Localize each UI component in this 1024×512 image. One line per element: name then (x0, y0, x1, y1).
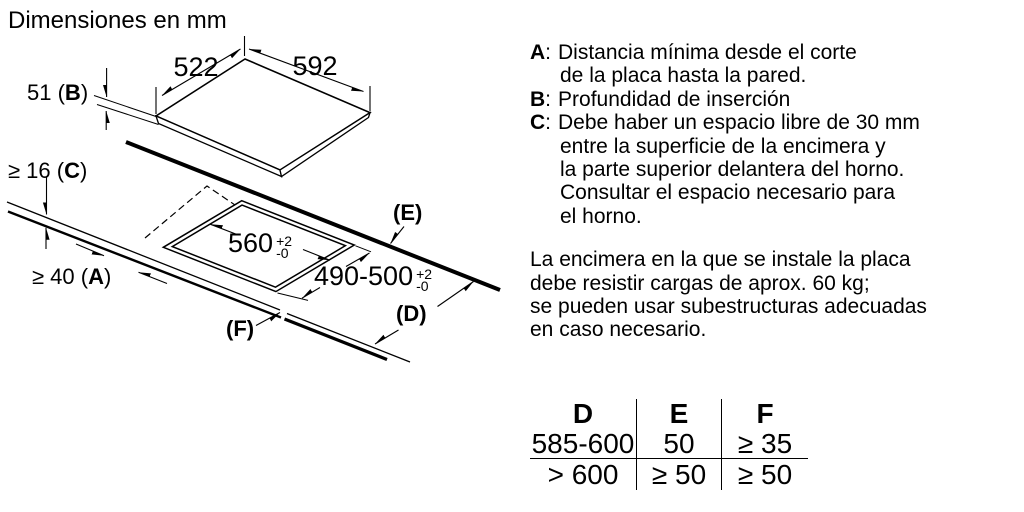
cutout-extension-lines (277, 245, 372, 301)
dim-592-label: 592 (292, 51, 338, 81)
label-d: (D) (396, 301, 427, 326)
table-header-e: E (637, 398, 722, 429)
worktop-front-edge (6, 201, 411, 363)
dim-cutout-width-label: 560+2-0 (228, 228, 293, 261)
table-cell: 585-600 (530, 428, 637, 459)
dim-cutout-depth-label: 490-500+2-0 (314, 261, 433, 294)
table-cell: > 600 (530, 459, 637, 490)
label-f: (F) (226, 316, 255, 341)
table-cell: 50 (637, 428, 722, 459)
table-header-f: F (756, 398, 774, 429)
wall-line (125, 140, 501, 292)
tolerance: +2-0 (276, 232, 293, 261)
table-cell: ≥ 50 (637, 459, 722, 490)
worktop-cutout (161, 199, 356, 293)
tolerance: +2-0 (416, 265, 433, 294)
dim-522-label: 522 (173, 52, 219, 82)
dimension-extension-lines (93, 36, 371, 125)
def-dimensions-table: D E F 585-600 50 ≥ 35 > 600 ≥ 50 ≥ 50 (530, 398, 808, 490)
dim-c-label: ≥ 16 (C) (8, 158, 88, 183)
note-a: A:Distancia mínima desde el corte de la … (530, 41, 857, 88)
table-cell: ≥ 35 (722, 428, 808, 459)
note-c: C:Debe haber un espacio libre de 30 mm e… (530, 111, 920, 228)
label-e: (E) (393, 200, 423, 225)
page-title: Dimensiones en mm (8, 7, 227, 34)
table-header-d: D (530, 398, 637, 429)
worktop-load-paragraph: La encimera en la que se instale la plac… (530, 248, 927, 342)
dim-a-label: ≥ 40 (A) (32, 264, 112, 289)
table-cell: ≥ 50 (737, 458, 793, 490)
dimension-arrows (46, 48, 474, 345)
note-b: B:Profundidad de inserción (530, 87, 791, 111)
legend-notes: A:Distancia mínima desde el corte de la … (530, 41, 1005, 342)
hidden-edge-dashed-line (144, 185, 239, 239)
dim-b-label: 51 (B) (27, 80, 89, 105)
